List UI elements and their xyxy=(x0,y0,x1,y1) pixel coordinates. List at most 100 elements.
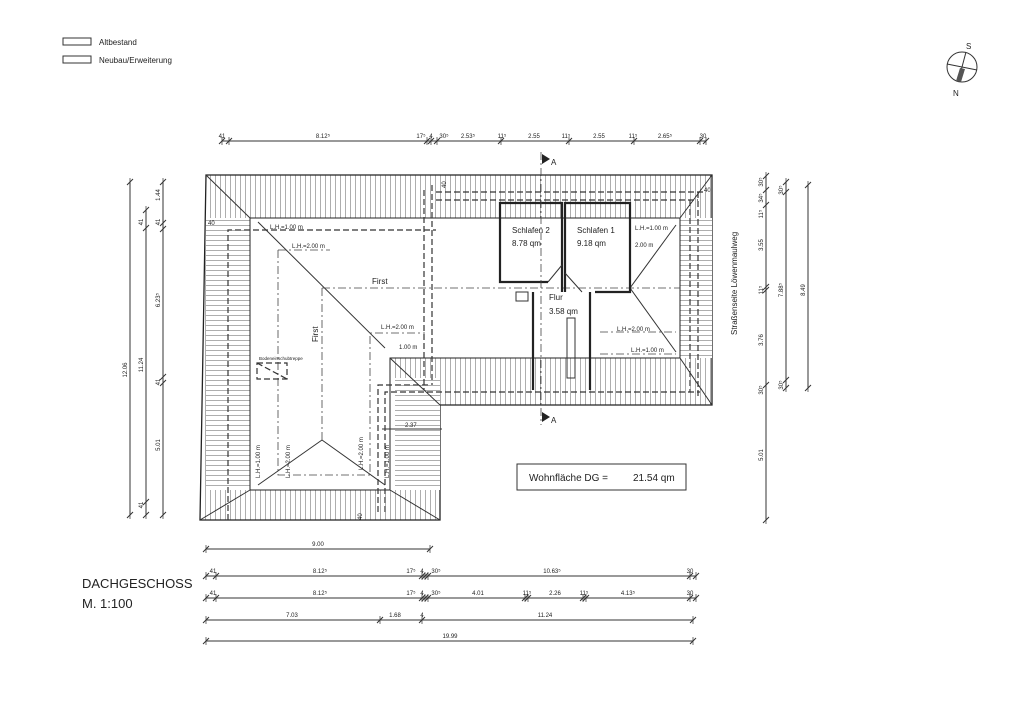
dimension-label: 11⁵ xyxy=(580,590,589,597)
clear-height-label: L.H.=2.00 m xyxy=(286,445,292,478)
dimension-label: 30⁵ xyxy=(431,590,441,597)
dimension-label: 30⁵ xyxy=(778,185,785,195)
dimension-label: 7.03 xyxy=(286,613,298,619)
clear-height-label: L.H.=1.00 m xyxy=(385,445,391,478)
dimension-label: 8.12⁵ xyxy=(316,133,331,140)
legend-swatch-neubau xyxy=(62,55,92,64)
rooms: Schlafen 2 8.78 qm Schlafen 1 9.18 qm Fl… xyxy=(498,201,632,390)
legend-label: Neubau/Erweiterung xyxy=(99,56,172,65)
dimension-label: 5.01 xyxy=(156,439,162,451)
dimension-label: 30⁵ xyxy=(758,385,765,395)
room-name: Schlafen 2 xyxy=(512,226,550,235)
compass-north-label: N xyxy=(953,89,959,98)
ridge-label: First xyxy=(372,277,388,286)
dimension-label: 5.01 xyxy=(759,449,765,461)
dimension-label: 17⁵ xyxy=(406,590,416,597)
legend: Altbestand Neubau/Erweiterung xyxy=(62,37,172,65)
dimension-label: 17⁵ xyxy=(416,133,426,140)
legend-swatch-altbestand xyxy=(62,37,92,46)
overhang-label: 40 xyxy=(208,221,215,227)
clear-height-label: 2.00 m xyxy=(635,243,653,249)
overhang-label: 40 xyxy=(442,181,448,188)
room-name: Flur xyxy=(549,293,563,302)
clear-height-label: L.H.=2.00 m xyxy=(381,325,414,331)
annotations: L.H.=1.00 m L.H.=2.00 m First First L.H.… xyxy=(208,181,739,520)
section-label-top: A xyxy=(551,158,557,167)
dimension-label: 17⁵ xyxy=(406,568,416,575)
room-area: 8.78 qm xyxy=(512,239,541,248)
clear-height-label: L.H.=2.00 m xyxy=(617,327,650,333)
dimension-label: 34⁵ xyxy=(758,193,765,203)
dimension-label: 4 xyxy=(420,569,424,575)
living-area-box: Wohnfläche DG = 21.54 qm xyxy=(516,463,687,491)
overhang-label: 40 xyxy=(704,188,711,194)
roof-outline xyxy=(199,174,713,521)
dimension-label: 4 xyxy=(420,591,424,597)
stair-label: Bodeneinschubtreppe xyxy=(259,356,303,361)
dimension-label: 11⁵ xyxy=(523,590,532,597)
dimension-label: 11⁵ xyxy=(498,133,507,140)
clear-height-label: L.H.=2.00 m xyxy=(359,437,365,470)
dimension-label: 11⁵ xyxy=(629,133,638,140)
dimension-label: 1.44 xyxy=(156,189,162,201)
dimension-label: 8.12⁵ xyxy=(313,590,328,597)
dimension-label: 41 xyxy=(210,569,217,575)
dimension-label: 1.68 xyxy=(389,613,401,619)
dimension-label: 41 xyxy=(139,218,145,225)
dimension-label: 4 xyxy=(429,134,433,140)
clear-height-label: L.H.=1.00 m xyxy=(256,445,262,478)
dimension-label: 2.26 xyxy=(549,591,561,597)
dimension-label: 2.53⁵ xyxy=(461,133,476,140)
dimension-label: 9.00 xyxy=(312,542,324,548)
dimension-label: 7.88⁵ xyxy=(778,282,785,297)
street-label: Straßenseite Löwenmaulweg xyxy=(730,232,739,335)
dimension-label: 30 xyxy=(700,134,707,140)
dimension-label: 30⁵ xyxy=(778,380,785,390)
dimension-label: 2.37 xyxy=(405,423,417,429)
room-name: Schlafen 1 xyxy=(577,226,615,235)
ridge-label: First xyxy=(311,326,320,342)
dimension-label: 8.12⁵ xyxy=(313,568,328,575)
dimension-label: 10.63⁵ xyxy=(543,568,561,575)
compass-south-label: S xyxy=(966,42,971,51)
room-area: 3.58 qm xyxy=(549,307,578,316)
dimension-label: 41 xyxy=(219,134,226,140)
clear-height-label: L.H.=1.00 m xyxy=(270,225,303,231)
dimension-label: 4 xyxy=(420,613,424,619)
dimension-label: 11⁵ xyxy=(562,133,571,140)
dimension-label: 30⁵ xyxy=(439,133,449,140)
dimension-label: 11.24 xyxy=(538,613,553,619)
dimension-label: 41 xyxy=(156,378,162,385)
dimension-label: 12.06 xyxy=(123,362,129,378)
dimension-label: 4.01 xyxy=(472,591,484,597)
legend-label: Altbestand xyxy=(99,38,137,47)
dimension-label: 3.76 xyxy=(759,334,765,346)
dimension-label: 11.24 xyxy=(139,357,145,372)
dimension-label: 8.49 xyxy=(801,284,807,296)
dimension-label: 30⁵ xyxy=(431,568,441,575)
dimension-label: 41 xyxy=(139,501,145,508)
dimension-label: 30 xyxy=(687,591,694,597)
dimension-label: 2.65⁵ xyxy=(658,133,673,140)
overhang-label: 40 xyxy=(358,513,364,520)
dimension-label: 2.55 xyxy=(593,134,605,140)
drawing-scale: M. 1:100 xyxy=(82,596,133,611)
clear-height-label: 1.00 m xyxy=(399,345,417,351)
clear-height-label: L.H.=1.00 m xyxy=(631,348,664,354)
attic-stair xyxy=(256,362,288,380)
clear-height-label: L.H.=1.00 m xyxy=(635,226,668,232)
section-line-a: A A xyxy=(540,152,557,425)
room-area: 9.18 qm xyxy=(577,239,606,248)
dimension-label: 19.99 xyxy=(442,634,458,640)
north-arrow-icon: S N xyxy=(946,42,978,98)
dimension-label: 2.55 xyxy=(528,134,540,140)
dimension-label: 11⁵ xyxy=(758,209,765,218)
drawing-title: DACHGESCHOSS xyxy=(82,576,193,591)
dimension-label: 11⁵ xyxy=(758,285,765,294)
dimension-label: 30⁵ xyxy=(758,177,765,187)
dimension-label: 4.13⁵ xyxy=(621,590,636,597)
living-area-label: Wohnfläche DG = xyxy=(529,473,608,484)
dimension-label: 41 xyxy=(210,591,217,597)
